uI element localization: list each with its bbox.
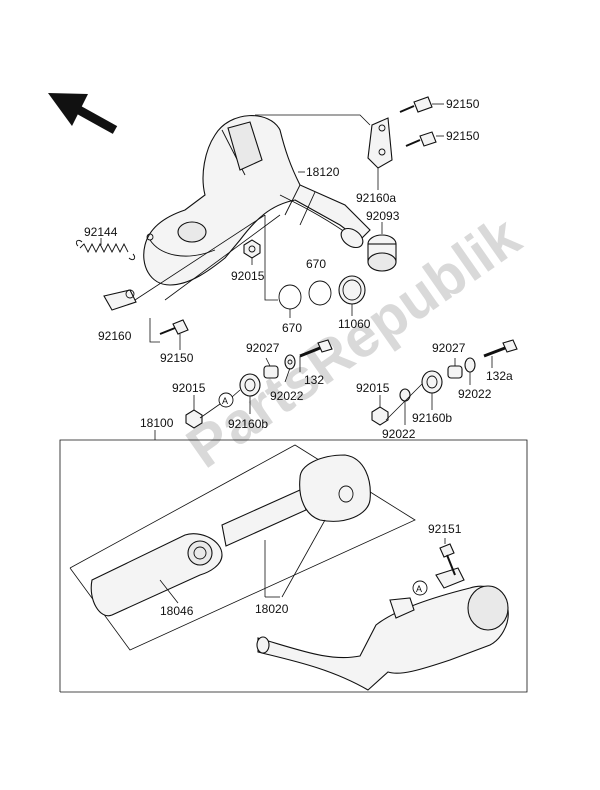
- label-92027-left: 92027: [246, 341, 280, 355]
- muffler-body: [256, 567, 509, 691]
- label-18120: 18120: [306, 165, 340, 179]
- label-11060: 11060: [338, 317, 371, 331]
- label-92093: 92093: [366, 209, 400, 223]
- label-670-upper: 670: [306, 257, 326, 271]
- exhaust-pipe-18120: [143, 115, 371, 286]
- label-92160b-left: 92160b: [228, 417, 268, 431]
- label-18100: 18100: [140, 416, 174, 430]
- collar-92027-left: [263, 365, 279, 379]
- label-18020: 18020: [255, 602, 289, 616]
- leader-lines: [100, 103, 493, 604]
- label-132: 132: [304, 373, 324, 387]
- marker-a-box: A: [0, 0, 1, 1]
- label-18046: 18046: [160, 604, 194, 618]
- label-92015-right: 92015: [356, 381, 390, 395]
- inner-pipe-18020: [221, 454, 371, 547]
- bolt-132: [299, 339, 333, 358]
- gasket-11060: [338, 275, 366, 305]
- label-92022-right-a: 92022: [458, 387, 492, 401]
- spring-92144: [75, 239, 136, 261]
- o-ring-670-left: [278, 284, 302, 310]
- bolt-92151: [439, 543, 456, 576]
- damper-92160b-right: [421, 370, 443, 394]
- label-92015-upper: 92015: [231, 269, 265, 283]
- label-92150-upper: 92150: [446, 97, 480, 111]
- label-92027-right: 92027: [432, 341, 466, 355]
- muffler-assembly-box-18100: [59, 439, 528, 693]
- label-92160: 92160: [98, 329, 132, 343]
- bolt-132a: [483, 339, 518, 358]
- label-92144: 92144: [84, 225, 118, 239]
- bolt-92150-lower: [405, 131, 437, 147]
- label-92151: 92151: [428, 522, 462, 536]
- part-labels: 92150 92150 18120 92160a 92093 92144 920…: [84, 97, 513, 618]
- nut-92015-upper: [243, 239, 261, 259]
- washer-92022-right-b: [399, 388, 411, 402]
- svg-text:A: A: [0, 0, 1, 1]
- svg-text:A: A: [416, 584, 422, 594]
- label-92150-lower: 92150: [446, 129, 480, 143]
- bolt-92150-upper: [399, 96, 433, 113]
- collar-92027-right: [447, 365, 463, 379]
- label-92022-right-b: 92022: [382, 427, 416, 441]
- front-arrow-icon: [48, 93, 118, 134]
- label-92150-left: 92150: [160, 351, 194, 365]
- marker-a-right: A: [412, 580, 428, 596]
- bracket-92160a: [367, 117, 393, 169]
- joint-92093: [367, 234, 397, 272]
- label-92160b-right: 92160b: [412, 411, 452, 425]
- svg-text:A: A: [222, 396, 228, 406]
- bracket-92160: [103, 289, 137, 311]
- packing-18046: [90, 533, 223, 617]
- marker-a-left: A: [218, 392, 234, 408]
- washer-92022-right-a: [464, 357, 476, 373]
- label-92015-left: 92015: [172, 381, 206, 395]
- label-92022-left: 92022: [270, 389, 304, 403]
- damper-92160b-left: [239, 373, 261, 397]
- bolt-92150-left: [159, 319, 189, 335]
- muffler-parts-panel: [69, 444, 416, 651]
- o-ring-670-right: [308, 280, 332, 306]
- washer-92022-left: [284, 354, 296, 370]
- nut-92015-right: [371, 406, 389, 426]
- label-132a: 132a: [486, 369, 513, 383]
- label-92160a: 92160a: [356, 191, 396, 205]
- label-670-lower: 670: [282, 321, 302, 335]
